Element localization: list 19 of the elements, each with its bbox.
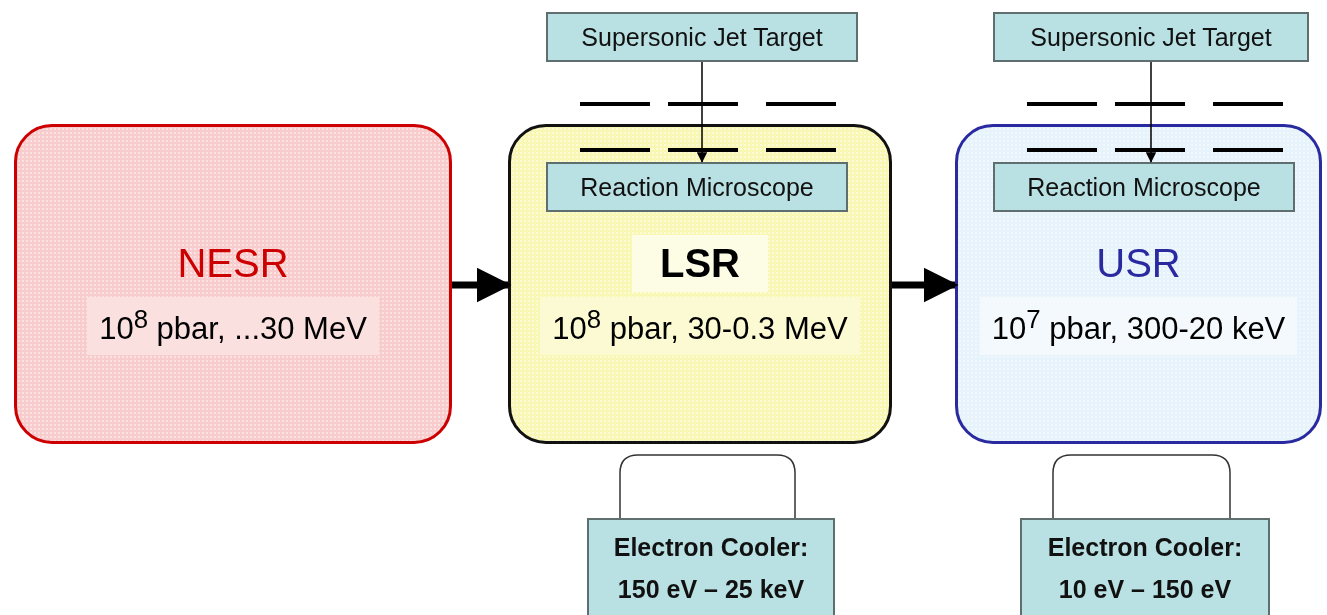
arrow (696, 61, 708, 163)
beam-parameters: 10$^{7}$ pbar, 300-20 keV (979, 297, 1298, 356)
arrow (452, 267, 512, 303)
electron-cooler-box: Electron Cooler: 150 eV – 25 keV (587, 518, 835, 615)
electron-cooler-box: Electron Cooler: 10 eV – 150 eV (1020, 518, 1270, 615)
arrow (892, 267, 959, 303)
beam-parameters: 10$^{8}$ pbar, 30-0.3 MeV (540, 297, 860, 356)
beam-parameters: 10$^{8}$ pbar, ...30 MeV (87, 297, 379, 356)
ring-name: USR (1095, 240, 1182, 287)
ring-name: NESR (176, 240, 290, 287)
jet-target-box: Supersonic Jet Target (993, 12, 1309, 62)
storage-ring-box (955, 124, 1322, 444)
jet-target-box: Supersonic Jet Target (546, 12, 858, 62)
arrow (1145, 61, 1157, 163)
storage-ring-box (508, 124, 892, 444)
reaction-microscope-box: Reaction Microscope (546, 162, 848, 212)
ring-name: LSR (632, 235, 768, 292)
reaction-microscope-box: Reaction Microscope (993, 162, 1295, 212)
storage-ring-box (14, 124, 452, 444)
